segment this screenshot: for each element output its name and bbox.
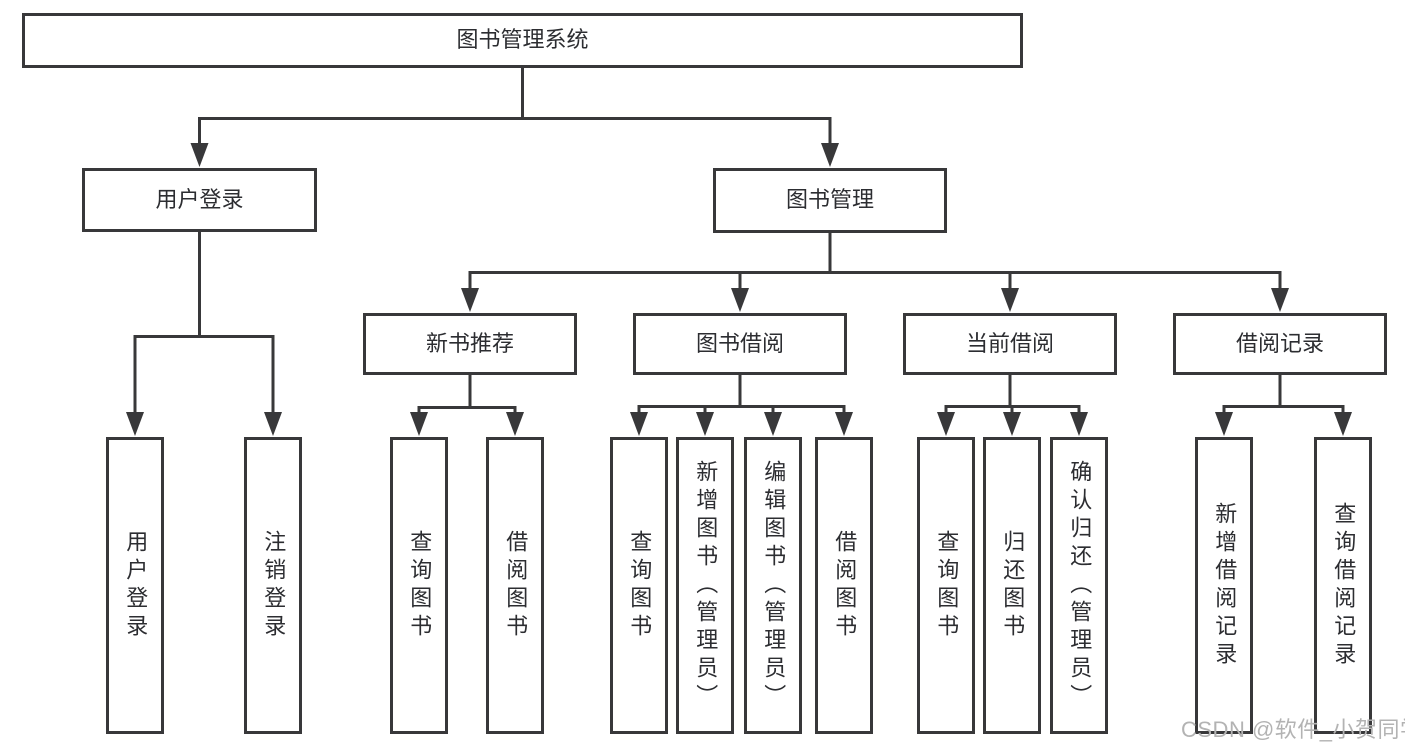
arrowhead bbox=[1271, 288, 1289, 312]
node-book-management: 图书管理 bbox=[713, 168, 947, 233]
connector-new-book-recommend-to-leaves bbox=[410, 375, 524, 436]
leaf-user-login: 用户登录 bbox=[106, 437, 164, 734]
arrowhead bbox=[1215, 412, 1233, 436]
arrowhead bbox=[630, 412, 648, 436]
arrowhead bbox=[696, 412, 714, 436]
connector-current-borrowing-to-leaves bbox=[937, 375, 1088, 436]
leaf-query-books-recommend: 查询图书 bbox=[390, 437, 448, 734]
connector-book-borrowing-to-leaves bbox=[630, 375, 853, 436]
connector-root-to-level2 bbox=[190, 68, 839, 167]
leaf-query-books-borrowing: 查询图书 bbox=[610, 437, 668, 734]
leaf-confirm-return-admin: 确认归还（管理员） bbox=[1050, 437, 1108, 734]
leaf-return-books: 归还图书 bbox=[983, 437, 1041, 734]
arrowhead bbox=[461, 288, 479, 312]
arrowhead bbox=[1003, 412, 1021, 436]
leaf-edit-books-admin: 编辑图书（管理员） bbox=[744, 437, 802, 734]
node-user-login: 用户登录 bbox=[82, 168, 317, 232]
leaf-add-borrow-record: 新增借阅记录 bbox=[1195, 437, 1253, 734]
node-book-borrowing: 图书借阅 bbox=[633, 313, 847, 375]
arrowhead bbox=[1070, 412, 1088, 436]
leaf-query-books-current: 查询图书 bbox=[917, 437, 975, 734]
arrowhead bbox=[190, 143, 209, 167]
arrowhead bbox=[764, 412, 782, 436]
arrowhead bbox=[264, 412, 282, 436]
node-new-book-recommend: 新书推荐 bbox=[363, 313, 577, 375]
connector-book-management-to-level3 bbox=[461, 233, 1289, 312]
node-root: 图书管理系统 bbox=[22, 13, 1023, 68]
arrowhead bbox=[731, 288, 749, 312]
leaf-add-books-admin: 新增图书（管理员） bbox=[676, 437, 734, 734]
leaf-query-borrow-record: 查询借阅记录 bbox=[1314, 437, 1372, 734]
arrowhead bbox=[410, 412, 428, 436]
arrowhead bbox=[126, 412, 144, 436]
arrowhead bbox=[937, 412, 955, 436]
node-borrow-records: 借阅记录 bbox=[1173, 313, 1387, 375]
leaf-logout: 注销登录 bbox=[244, 437, 302, 734]
arrowhead bbox=[835, 412, 853, 436]
arrowhead bbox=[1001, 288, 1019, 312]
arrowhead bbox=[821, 143, 839, 167]
csdn-watermark: CSDN @软件_小贺同学 bbox=[1181, 717, 1405, 742]
node-current-borrowing: 当前借阅 bbox=[903, 313, 1117, 375]
leaf-borrow-books: 借阅图书 bbox=[815, 437, 873, 734]
arrowhead bbox=[1334, 412, 1352, 436]
arrowhead bbox=[506, 412, 524, 436]
connector-user-login-to-leaves bbox=[126, 232, 282, 436]
connector-borrow-records-to-leaves bbox=[1215, 375, 1352, 436]
leaf-borrow-books-recommend: 借阅图书 bbox=[486, 437, 544, 734]
